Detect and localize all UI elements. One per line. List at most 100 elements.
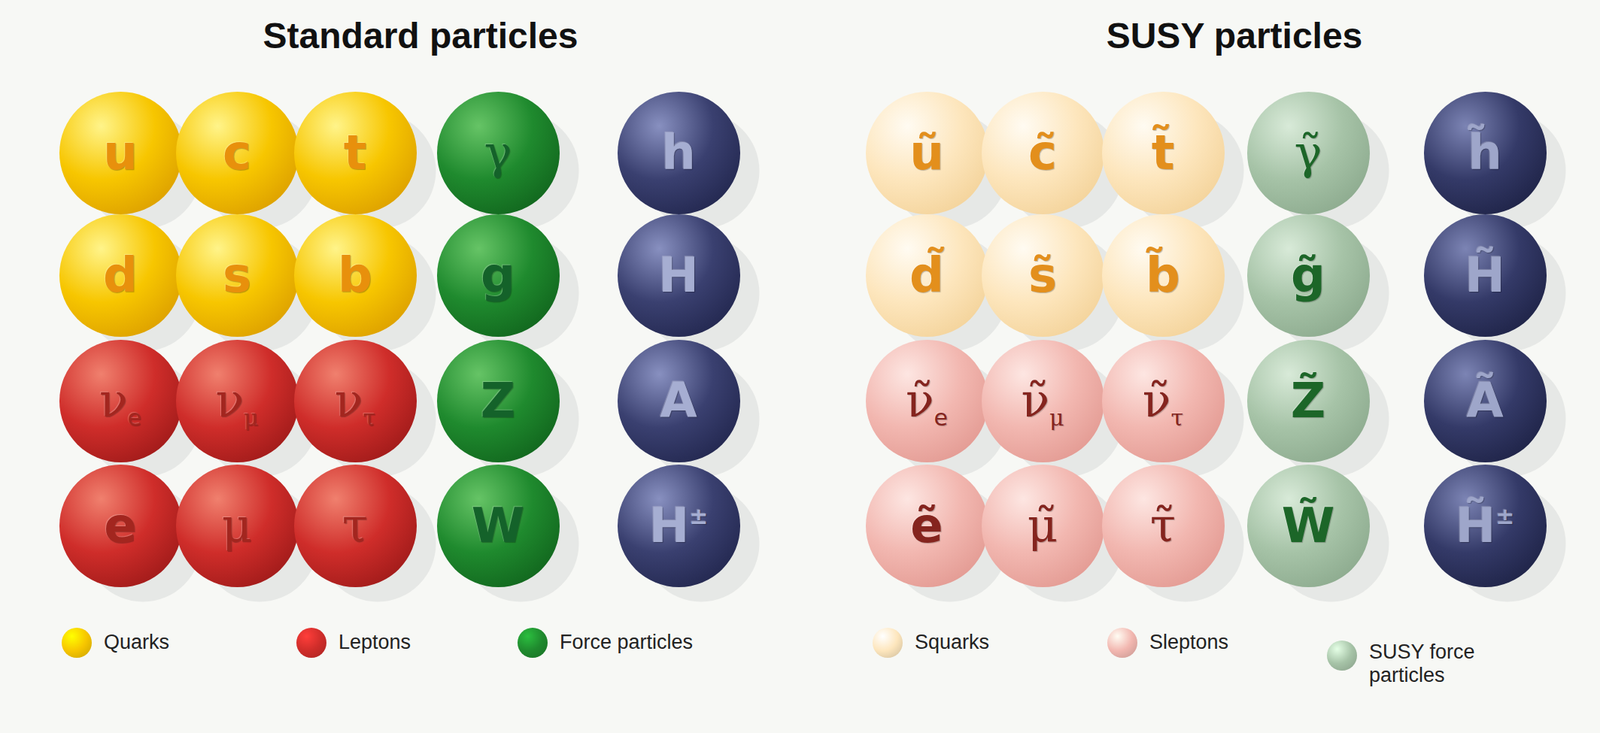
particle-symbol: ν̃μ [1020, 377, 1064, 425]
particle-sphere: d [59, 214, 183, 338]
legend-swatch [1107, 628, 1138, 659]
particle-sphere: Ã [1423, 340, 1547, 463]
particle-sphere: H̃± [1423, 464, 1547, 588]
particle-sphere: ũ [865, 91, 989, 215]
particle-symbol: s [222, 251, 252, 300]
particle-symbol: d̃ [909, 251, 945, 300]
particle-sphere: ντ [294, 340, 417, 463]
particle-sphere: ν̃μ [981, 340, 1105, 463]
particle-sphere: s [176, 214, 299, 338]
particle-symbol: W [471, 501, 526, 550]
particle-sphere: b [294, 214, 417, 338]
particle-sphere: Z [437, 340, 560, 463]
particle-sphere: νe [59, 340, 183, 463]
particle-symbol: ν̃e [905, 377, 948, 425]
particle-sphere: H [617, 214, 741, 338]
particle-symbol: ũ [909, 128, 945, 177]
particle-symbol: t [343, 128, 368, 177]
particle-symbol: νe [99, 377, 142, 425]
particle-symbol: W̃ [1281, 501, 1336, 550]
particle-symbol: μ [221, 502, 252, 550]
particle-sphere: γ̃ [1247, 91, 1370, 215]
particle-sphere: g̃ [1247, 214, 1370, 338]
particle-symbol: s̃ [1028, 251, 1057, 300]
legend-swatch [1326, 640, 1358, 671]
particle-sphere: s̃ [981, 214, 1105, 338]
particle-sphere: H± [617, 464, 741, 588]
particle-symbol: νμ [215, 377, 259, 425]
particle-symbol: τ [342, 502, 368, 550]
particle-sphere: t̃ [1102, 91, 1225, 215]
particle-sphere: A [617, 340, 741, 463]
particle-symbol: A [659, 376, 698, 426]
particle-sphere: t [294, 91, 417, 215]
particle-sphere: H̃ [1423, 214, 1547, 338]
particle-symbol: b [337, 251, 373, 300]
particle-symbol: γ [483, 129, 512, 177]
particle-sphere: c̃ [981, 91, 1105, 215]
particle-sphere: d̃ [865, 214, 989, 338]
legend-label: Leptons [338, 631, 411, 655]
legend-label: SUSY force particles [1369, 640, 1490, 688]
particle-symbol: u [103, 128, 138, 177]
particle-sphere: ν̃e [865, 340, 989, 463]
particle-symbol: g [480, 251, 516, 300]
particle-sphere: μ̃ [981, 464, 1105, 588]
particle-symbol: c̃ [1028, 128, 1057, 177]
particle-sphere: e [59, 464, 183, 588]
particle-sphere: g [437, 214, 560, 338]
legend-label: Quarks [103, 631, 170, 655]
particle-symbol: H̃± [1455, 501, 1515, 550]
particle-sphere: μ [176, 464, 299, 588]
particle-sphere: τ̃ [1102, 464, 1225, 588]
legend-swatch [61, 628, 92, 659]
particle-symbol: h̃ [1467, 128, 1503, 177]
particle-symbol: c [222, 128, 252, 177]
particle-symbol: g̃ [1290, 251, 1326, 300]
particle-sphere: νμ [176, 340, 299, 463]
particle-sphere: Z̃ [1247, 340, 1370, 463]
particle-sphere: ẽ [865, 464, 989, 588]
particle-symbol: ντ [334, 377, 376, 425]
particle-sphere: h [617, 91, 741, 215]
particle-sphere: ν̃τ [1102, 340, 1225, 463]
legend-label: Sleptons [1149, 631, 1229, 655]
particle-symbol: τ̃ [1150, 502, 1176, 550]
particle-sphere: γ [437, 91, 560, 215]
particle-symbol: t̃ [1151, 128, 1175, 177]
particle-symbol: Ã [1466, 376, 1504, 426]
particle-symbol: μ̃ [1027, 502, 1058, 550]
legend-label: Squarks [914, 631, 990, 655]
particle-symbol: b̃ [1145, 251, 1181, 300]
particle-sphere: W̃ [1247, 464, 1370, 588]
particle-sphere: τ [294, 464, 417, 588]
legend-item: Leptons [296, 628, 411, 659]
particle-sphere: u [59, 91, 183, 215]
legend-item: Quarks [61, 628, 170, 659]
legend-item: SUSY force particles [1326, 640, 1490, 688]
legend-item: Squarks [872, 628, 990, 659]
legend-item: Sleptons [1107, 628, 1229, 659]
particle-symbol: d [103, 251, 138, 300]
particle-symbol: Z̃ [1290, 376, 1326, 426]
particle-sphere: c [176, 91, 299, 215]
particle-symbol: ẽ [910, 501, 943, 550]
particle-sphere: W [437, 464, 560, 588]
particle-sphere: h̃ [1423, 91, 1547, 215]
particle-symbol: ν̃τ [1142, 377, 1184, 425]
legend-label: Force particles [559, 631, 693, 655]
legend-swatch [517, 628, 548, 659]
particle-symbol: γ̃ [1293, 129, 1322, 177]
particle-symbol: H [658, 251, 699, 300]
particle-sphere: b̃ [1102, 214, 1225, 338]
particle-symbol: h [661, 128, 696, 177]
panel-heading: Standard particles [263, 15, 579, 57]
legend-swatch [872, 628, 903, 659]
particle-symbol: e [103, 501, 137, 550]
particle-symbol: H̃ [1464, 251, 1506, 300]
legend-swatch [296, 628, 327, 659]
particle-symbol: H± [649, 501, 709, 550]
particle-symbol: Z [480, 376, 516, 426]
panel-heading: SUSY particles [1106, 15, 1364, 57]
legend-item: Force particles [517, 628, 693, 659]
